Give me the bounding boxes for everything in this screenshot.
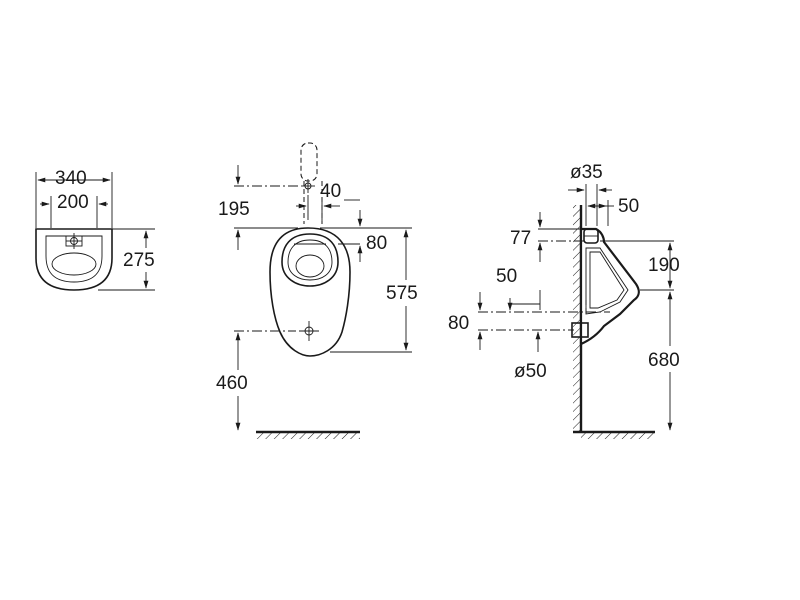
- front-view-floor-hatch: [256, 432, 360, 439]
- dim-projection: 190: [648, 255, 680, 276]
- dim-total-height: 575: [386, 283, 418, 304]
- side-view: ø35 50 77 190 50 80 ø50 680: [448, 162, 694, 439]
- dim-width-outer: 340: [55, 168, 87, 189]
- front-view-rim: [281, 233, 339, 287]
- side-view-wall-hatch: [573, 205, 581, 433]
- top-view-bowl-outline: [35, 228, 113, 291]
- dim-rim-height: 680: [648, 350, 680, 371]
- side-view-floor-hatch: [581, 432, 655, 439]
- dim-outlet-height: 460: [216, 373, 248, 394]
- dim-depth: 275: [123, 250, 155, 271]
- front-view: 195 40 80 575 460: [214, 142, 430, 439]
- dim-outlet-diameter: ø50: [514, 361, 547, 382]
- dim-inlet-offset: 40: [320, 181, 341, 202]
- front-view-bowl-outline: [269, 227, 351, 357]
- front-view-supply-pipe: [300, 142, 318, 182]
- dim-width-inner: 200: [57, 192, 89, 213]
- dim-inlet-diameter: ø35: [570, 162, 603, 183]
- dim-outlet-offset: 50: [496, 266, 517, 287]
- top-view: 340 200 275: [35, 168, 162, 291]
- dim-outlet-spacing: 80: [448, 313, 469, 334]
- top-view-inner-bowl: [45, 235, 103, 283]
- side-view-urinal-profile: [579, 227, 640, 346]
- dim-rim-offset: 80: [366, 233, 387, 254]
- dim-inlet-offset-side: 50: [618, 196, 639, 217]
- dim-inlet-height: 195: [218, 199, 250, 220]
- dim-inlet-height-side: 77: [510, 228, 531, 249]
